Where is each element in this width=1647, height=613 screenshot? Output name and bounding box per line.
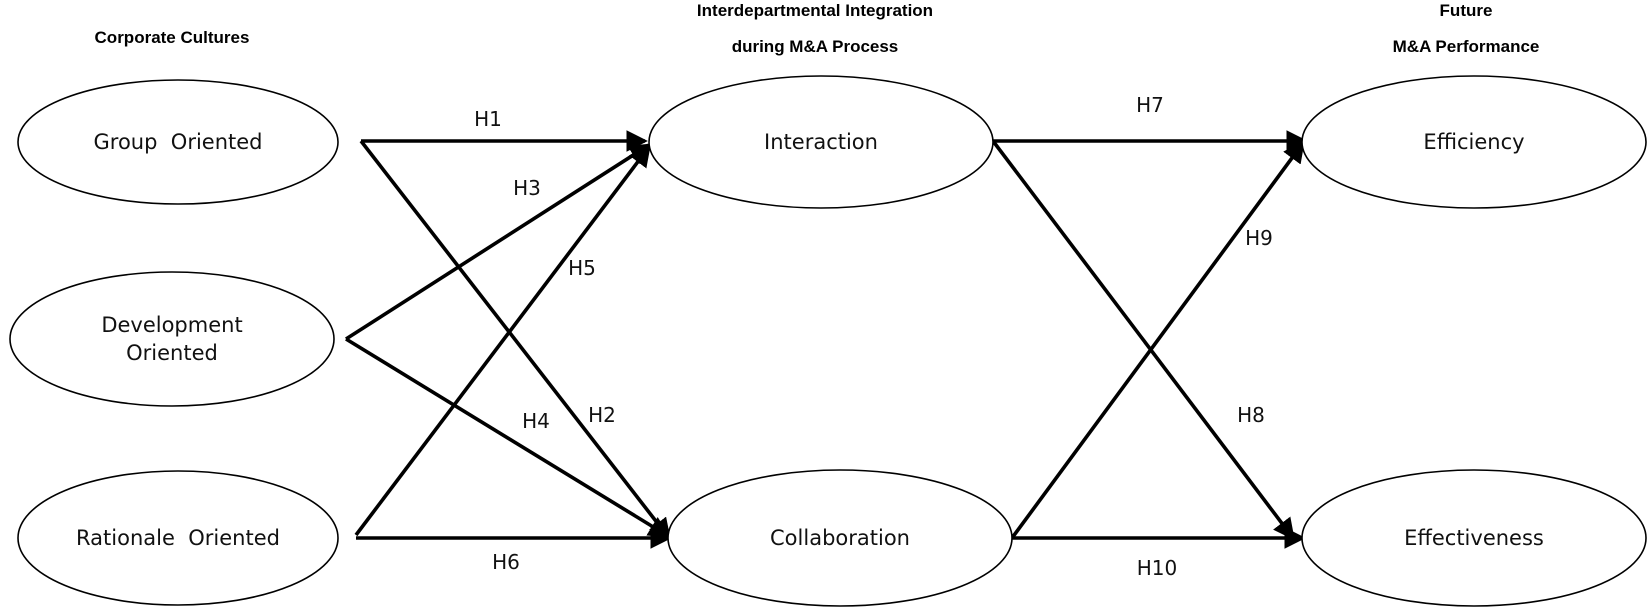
hypothesis-label-h1: H1 [474, 107, 502, 131]
node-development-label: Development [101, 313, 242, 337]
node-development-ellipse [9, 271, 335, 407]
node-rationale: Rationale Oriented [17, 470, 339, 606]
node-interaction: Interaction [648, 75, 994, 209]
hypothesis-label-h2: H2 [588, 403, 616, 427]
arrow-h8-interaction-to-effectiveness [991, 139, 1295, 541]
hypothesis-label-h4: H4 [522, 409, 550, 433]
node-group-label: Group Oriented [94, 130, 263, 154]
heading-performance-line1: Future [1440, 1, 1493, 20]
node-efficiency-ellipse [1301, 75, 1647, 209]
hypothesis-label-h10: H10 [1137, 556, 1178, 580]
heading-corporate-cultures: Corporate Cultures [95, 28, 250, 47]
arrow-h4-development-to-collaboration [345, 337, 671, 538]
hypothesis-label-h6: H6 [492, 550, 520, 574]
hypothesis-label-h7: H7 [1136, 93, 1164, 117]
node-effectiveness-ellipse [1301, 469, 1647, 607]
edge-layer [345, 130, 1308, 549]
node-efficiency-label: Efficiency [1423, 130, 1524, 154]
node-interaction-ellipse [648, 75, 994, 209]
hypothesis-label-h8: H8 [1237, 403, 1265, 427]
node-rationale-label: Rationale Oriented [76, 526, 280, 550]
node-group-ellipse [17, 79, 339, 205]
arrow-h3-development-to-interaction [345, 143, 652, 341]
node-collaboration: Collaboration [667, 469, 1013, 607]
node-development-label: Oriented [126, 341, 218, 365]
arrow-h2-group-to-collaboration [359, 139, 671, 541]
node-collaboration-ellipse [667, 469, 1013, 607]
node-effectiveness: Effectiveness [1301, 469, 1647, 607]
node-interaction-label: Interaction [764, 130, 878, 154]
heading-performance-line2: M&A Performance [1393, 37, 1540, 56]
node-group: Group Oriented [17, 79, 339, 205]
node-rationale-ellipse [17, 470, 339, 606]
hypothesis-label-h9: H9 [1245, 226, 1273, 250]
hypothesis-label-h5: H5 [568, 256, 596, 280]
arrow-h5-rationale-to-interaction [354, 144, 651, 537]
heading-integration-line2: during M&A Process [732, 37, 899, 56]
node-effectiveness-label: Effectiveness [1404, 526, 1544, 550]
node-efficiency: Efficiency [1301, 75, 1647, 209]
heading-integration-line1: Interdepartmental Integration [697, 1, 933, 20]
hypothesis-label-h3: H3 [513, 176, 541, 200]
node-collaboration-label: Collaboration [770, 526, 910, 550]
node-layer: Group OrientedDevelopmentOrientedRationa… [9, 75, 1647, 607]
arrow-h9-collaboration-to-efficiency [1010, 140, 1305, 540]
